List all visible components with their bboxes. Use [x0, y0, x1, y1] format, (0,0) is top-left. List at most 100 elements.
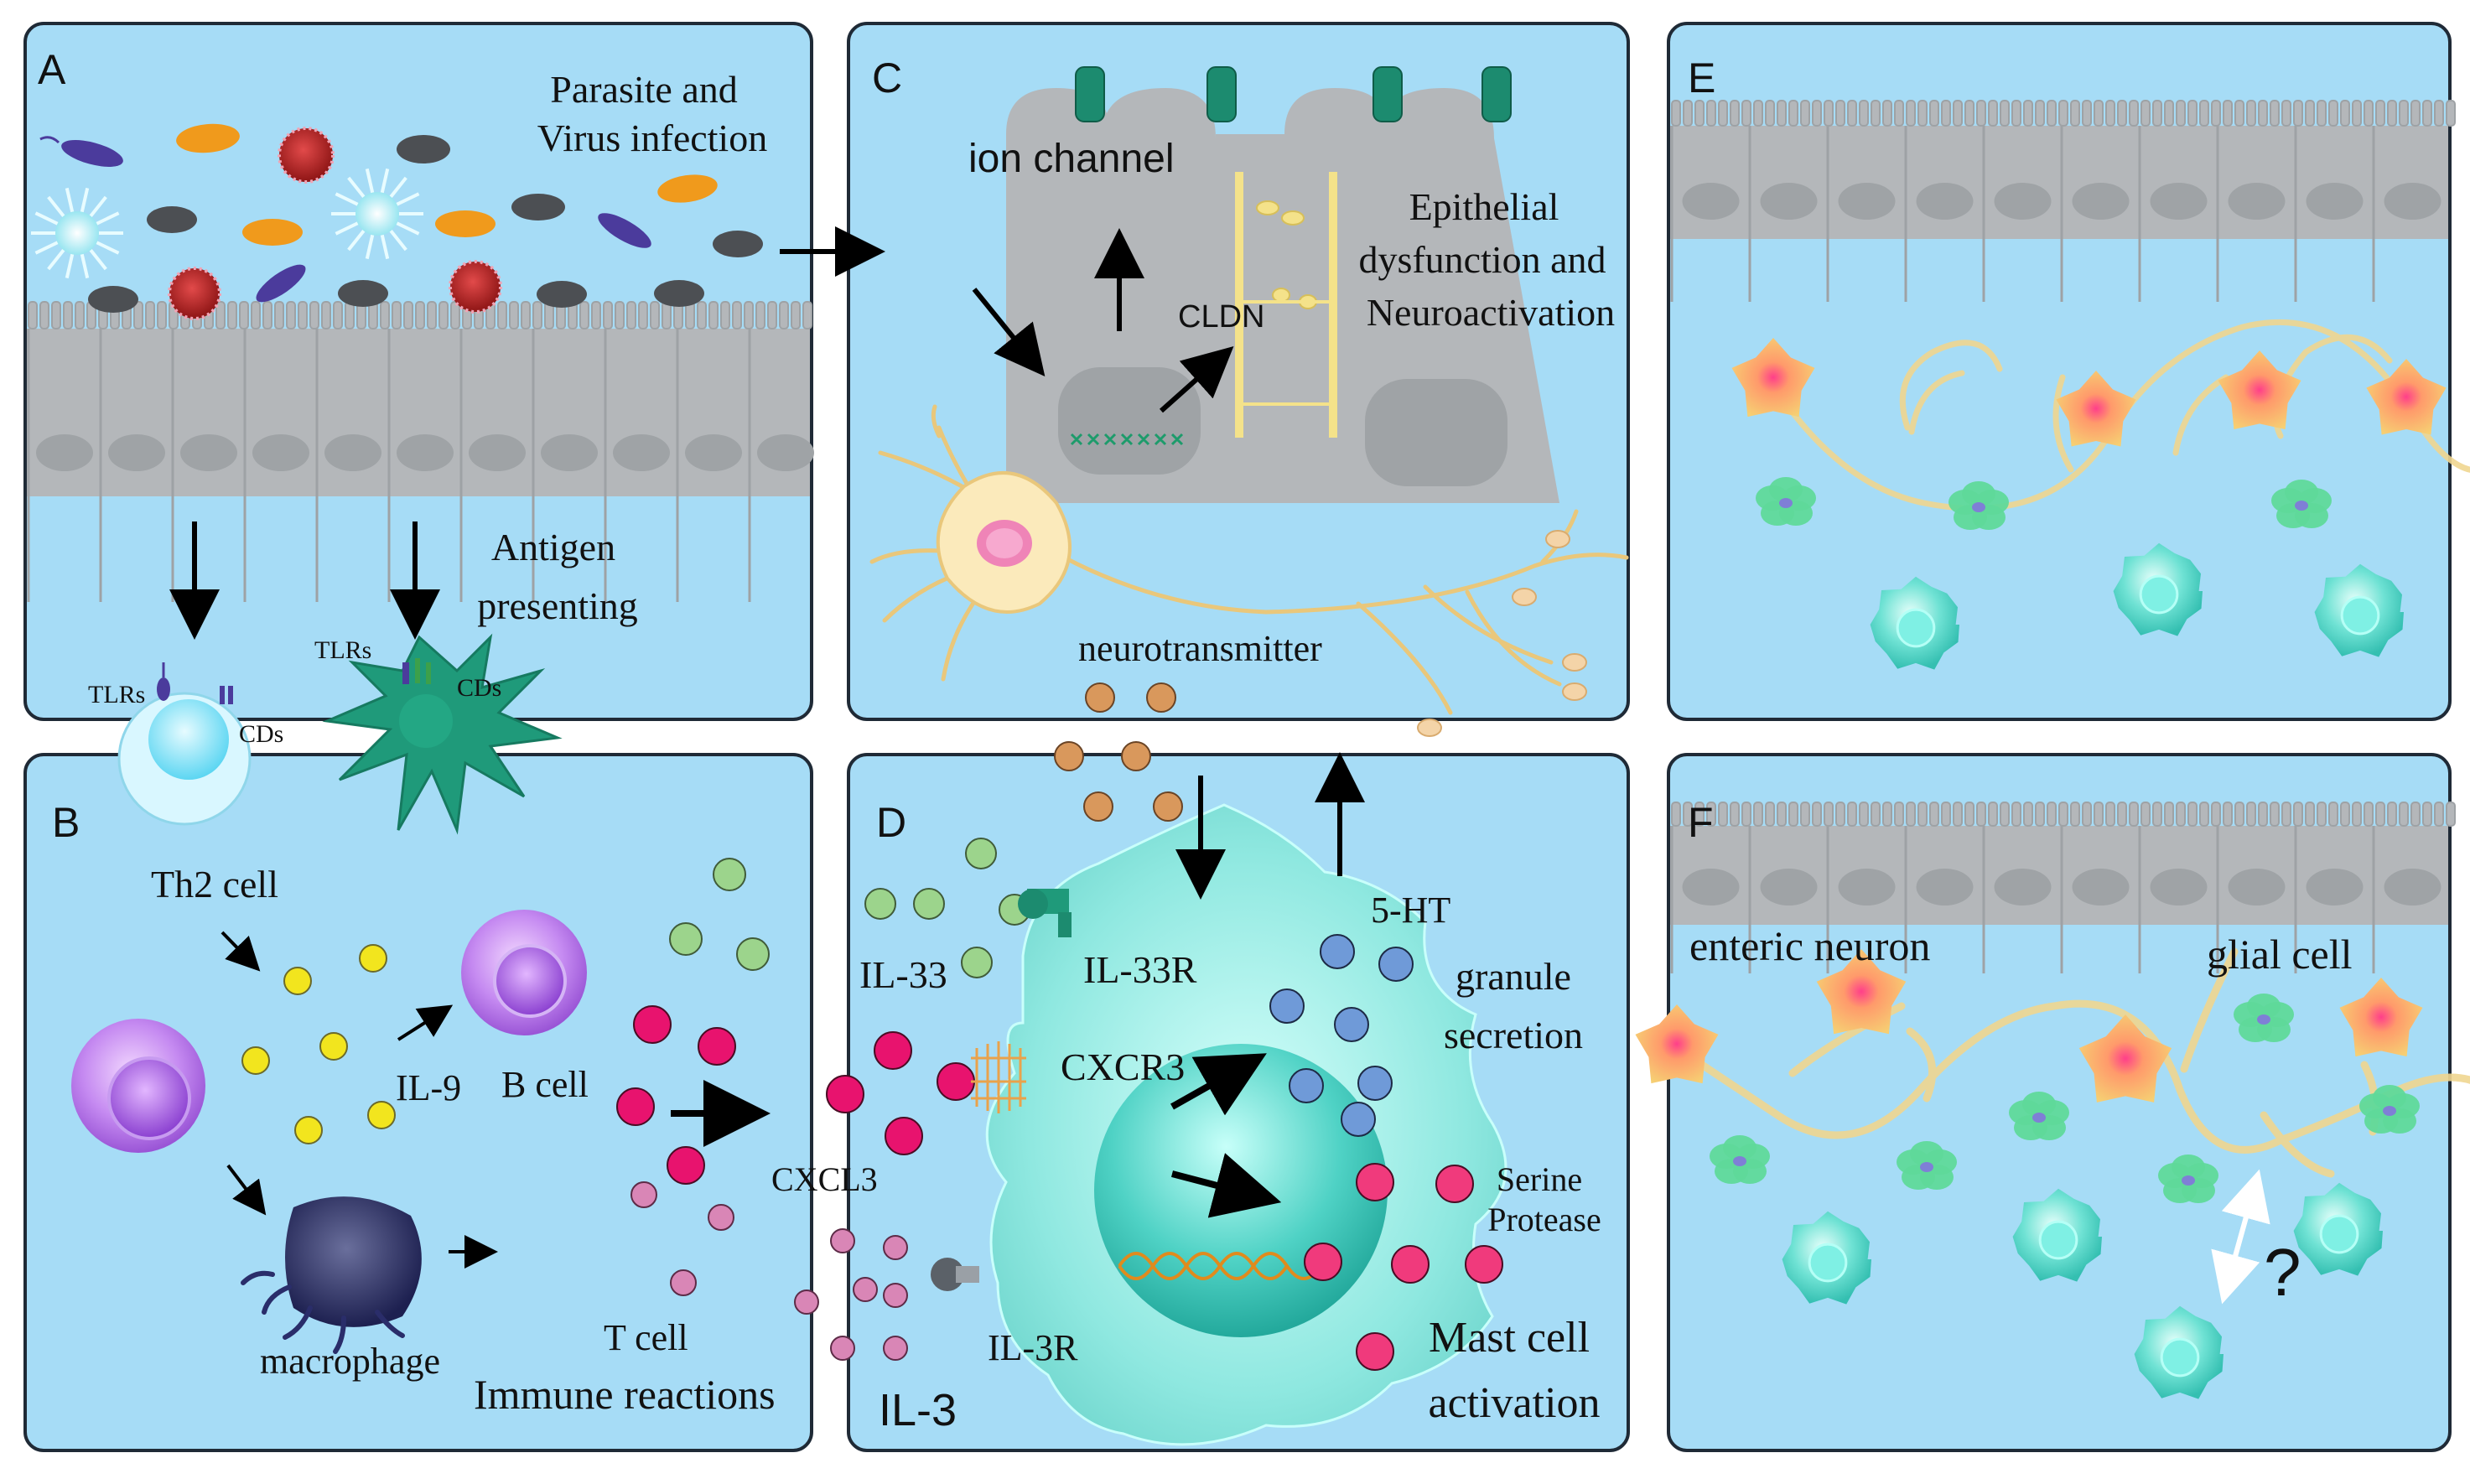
enteric-neuron-label: enteric neuron	[1689, 922, 1930, 969]
microvillus	[2035, 802, 2045, 827]
panel-a: A Parasite and Virus infection Antigen p…	[27, 46, 814, 640]
glial-cells-f	[1710, 994, 2420, 1203]
glial-cell	[2009, 1092, 2069, 1140]
cell-nucleus	[397, 434, 454, 471]
microvillus	[1964, 802, 1974, 827]
microvillus	[1988, 100, 1998, 127]
microvillus	[1812, 100, 1822, 127]
virus-icon	[278, 127, 335, 184]
microvillus	[1777, 100, 1787, 127]
microvillus	[1694, 802, 1705, 827]
microvillus	[2164, 802, 2174, 827]
virus-icon	[31, 187, 123, 279]
microvillus	[2199, 802, 2209, 827]
microvillus	[2399, 100, 2409, 127]
microvillus	[720, 301, 730, 329]
glial-cell	[2158, 1155, 2218, 1203]
virus-icon	[168, 267, 221, 320]
serine-label-1: Serine	[1497, 1160, 1582, 1198]
microvillus	[2105, 100, 2115, 127]
microvillus	[1753, 802, 1763, 827]
microvillus	[2070, 100, 2080, 127]
microvillus	[333, 301, 343, 329]
epithelium-f	[1670, 802, 2456, 973]
microvillus	[2176, 802, 2186, 827]
microvillus	[1706, 100, 1716, 127]
cell-nucleus	[2072, 869, 2130, 905]
microvillus	[2140, 100, 2151, 127]
cell-nucleus	[757, 434, 814, 471]
mast-label-1: Mast cell	[1429, 1314, 1590, 1362]
panel-e: E	[1670, 54, 2470, 670]
receptor-icon	[931, 1258, 979, 1291]
microvillus	[1859, 100, 1869, 127]
mast-label-2: activation	[1428, 1379, 1600, 1427]
microvillus	[2000, 100, 2010, 127]
microvillus	[2446, 802, 2456, 827]
receptor-icon	[157, 662, 233, 704]
microvillus	[2094, 802, 2104, 827]
microvillus	[1800, 100, 1810, 127]
glial-cell	[2234, 994, 2294, 1042]
enteric-neuron	[2078, 1014, 2172, 1103]
enteric-neuron	[2056, 371, 2136, 447]
epithelium-e	[1670, 100, 2456, 302]
cell-nucleus	[1916, 869, 1974, 905]
microvillus	[591, 301, 601, 329]
arrow-icon	[1160, 346, 1234, 413]
microvillus	[380, 301, 390, 329]
epithelial-label-3: Neuroactivation	[1367, 291, 1615, 334]
microvillus	[1765, 802, 1775, 827]
bacterium-icon	[537, 281, 587, 308]
microvillus	[39, 301, 49, 329]
microvillus	[2340, 100, 2350, 127]
ion-channel-icons	[1075, 66, 1512, 122]
dna-icon	[1070, 433, 1184, 446]
microvillus	[1859, 802, 1869, 827]
serine-protease-granules	[1304, 1163, 1503, 1371]
il9-label: IL-9	[396, 1067, 461, 1108]
neuron	[869, 404, 1629, 737]
microvillus	[1730, 802, 1740, 827]
microvillus	[1988, 802, 1998, 827]
microvillus	[1871, 802, 1881, 827]
cell-nucleus	[1916, 183, 1974, 220]
microvillus	[2082, 100, 2092, 127]
microvillus	[2328, 802, 2338, 827]
epithelial-label-2: dysfunction and	[1358, 238, 1606, 281]
microvillus	[2082, 802, 2092, 827]
microvillus	[1718, 100, 1728, 127]
bacterium-icon	[657, 174, 718, 203]
b-cell	[461, 910, 587, 1035]
cell-nucleus	[541, 434, 598, 471]
microvillus	[1765, 100, 1775, 127]
panel-letter-e: E	[1688, 54, 1715, 101]
arrow-icon	[397, 1004, 454, 1041]
serine-label-2: Protease	[1487, 1201, 1601, 1238]
receptor-icon	[402, 658, 431, 684]
macrophage-label: macrophage	[260, 1341, 440, 1382]
cell-nucleus	[469, 434, 526, 471]
bacterium-icon	[39, 136, 123, 167]
microvillus	[415, 301, 425, 329]
b-cell-label: B cell	[501, 1064, 589, 1105]
microvillus	[227, 301, 237, 329]
receptor-icon	[1018, 889, 1072, 937]
microvillus	[2011, 802, 2021, 827]
cldn-junction	[1235, 172, 1337, 438]
cell-nucleus	[1994, 869, 2052, 905]
microvillus	[1788, 802, 1798, 827]
microvillus	[1835, 100, 1845, 127]
enteric-neurons-e	[1731, 338, 2447, 447]
glial-cell	[2271, 480, 2332, 528]
microvillus	[239, 301, 249, 329]
cell-nucleus	[324, 434, 381, 471]
microvillus	[2152, 802, 2162, 827]
microvillus	[1906, 100, 1916, 127]
microvillus	[708, 301, 719, 329]
microvillus	[662, 301, 672, 329]
microvillus	[2399, 802, 2409, 827]
microvillus	[744, 301, 754, 329]
microvillus	[321, 301, 331, 329]
